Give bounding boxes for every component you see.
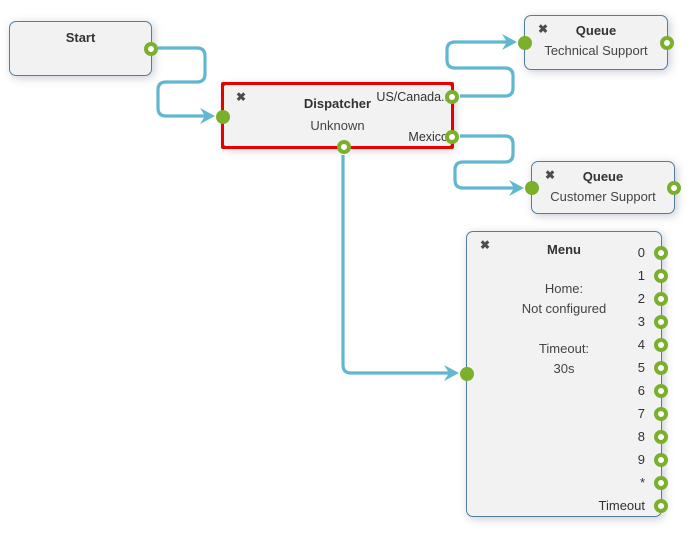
node-title: Queue xyxy=(575,23,617,38)
menu-timeout-label: Timeout: xyxy=(538,341,590,356)
node-queue-technical-support[interactable]: ✖ Queue Technical Support xyxy=(518,15,674,70)
menu-home-value: Not configured xyxy=(521,301,607,316)
connector-dispatcher-to-menu[interactable] xyxy=(341,155,453,375)
close-icon[interactable]: ✖ xyxy=(236,90,247,104)
close-icon[interactable]: ✖ xyxy=(538,22,549,36)
arrowhead-dispatcher-input xyxy=(200,108,215,124)
menu-port-label-2: 2 xyxy=(637,291,645,306)
arrowhead-queue-customer-input xyxy=(509,180,524,196)
connector-start-to-dispatcher[interactable] xyxy=(156,46,209,118)
port-queue-customer-output[interactable] xyxy=(667,181,681,195)
menu-port-label-Timeout: Timeout xyxy=(598,498,645,513)
menu-port-4[interactable] xyxy=(654,338,668,352)
arrowhead-queue-technical-input xyxy=(502,34,517,50)
menu-port-*[interactable] xyxy=(654,476,668,490)
connector-mexico-to-queue-customer[interactable] xyxy=(453,134,518,190)
menu-port-3[interactable] xyxy=(654,315,668,329)
node-title: Dispatcher xyxy=(303,96,372,111)
menu-port-7[interactable] xyxy=(654,407,668,421)
output-label-mexico: Mexico xyxy=(408,130,448,144)
close-icon[interactable]: ✖ xyxy=(480,238,491,252)
menu-timeout-value: 30s xyxy=(553,361,575,376)
port-dispatcher-us-canada[interactable] xyxy=(445,90,459,104)
node-title: Start xyxy=(65,30,96,45)
menu-port-label-9: 9 xyxy=(637,452,645,467)
node-subtitle: Customer Support xyxy=(550,189,656,204)
menu-port-6[interactable] xyxy=(654,384,668,398)
menu-port-label-4: 4 xyxy=(637,337,645,352)
connector-uscanada-to-queue-technical[interactable] xyxy=(445,40,515,98)
menu-home-label: Home: xyxy=(544,281,584,296)
menu-port-label-7: 7 xyxy=(637,406,645,421)
node-subtitle: Unknown xyxy=(310,118,365,133)
close-icon[interactable]: ✖ xyxy=(545,168,556,182)
menu-port-label-1: 1 xyxy=(637,268,645,283)
port-menu-input[interactable] xyxy=(460,367,474,381)
menu-port-1[interactable] xyxy=(654,269,668,283)
port-dispatcher-bottom-output[interactable] xyxy=(337,140,351,154)
menu-port-label-3: 3 xyxy=(637,314,645,329)
port-queue-customer-input[interactable] xyxy=(525,181,539,195)
port-start-output[interactable] xyxy=(144,42,158,56)
port-queue-technical-output[interactable] xyxy=(660,36,674,50)
node-start[interactable]: Start xyxy=(9,21,158,76)
menu-port-label-5: 5 xyxy=(637,360,645,375)
menu-port-0[interactable] xyxy=(654,246,668,260)
node-title: Menu xyxy=(547,242,581,257)
arrowhead-menu-input xyxy=(444,365,459,381)
menu-port-2[interactable] xyxy=(654,292,668,306)
node-subtitle: Technical Support xyxy=(544,43,648,58)
menu-port-Timeout[interactable] xyxy=(654,499,668,513)
port-dispatcher-mexico[interactable] xyxy=(445,130,459,144)
menu-port-label-8: 8 xyxy=(637,429,645,444)
node-title: Queue xyxy=(582,169,624,184)
port-dispatcher-input[interactable] xyxy=(216,110,230,124)
menu-port-5[interactable] xyxy=(654,361,668,375)
node-menu[interactable]: ✖ Menu Home: Not configured Timeout: 30s… xyxy=(460,231,668,517)
menu-port-label-0: 0 xyxy=(637,245,645,260)
menu-port-label-6: 6 xyxy=(637,383,645,398)
menu-port-8[interactable] xyxy=(654,430,668,444)
menu-body-spacer xyxy=(467,319,661,339)
menu-body: Home: Not configured Timeout: 30s xyxy=(467,279,661,379)
output-label-us-canada: US/Canada.. xyxy=(376,90,448,104)
node-dispatcher[interactable]: ✖ Dispatcher Unknown US/Canada.. Mexico xyxy=(216,82,459,154)
menu-port-9[interactable] xyxy=(654,453,668,467)
port-queue-technical-input[interactable] xyxy=(518,36,532,50)
menu-port-label-*: * xyxy=(639,475,645,490)
node-queue-customer-support[interactable]: ✖ Queue Customer Support xyxy=(525,161,681,214)
